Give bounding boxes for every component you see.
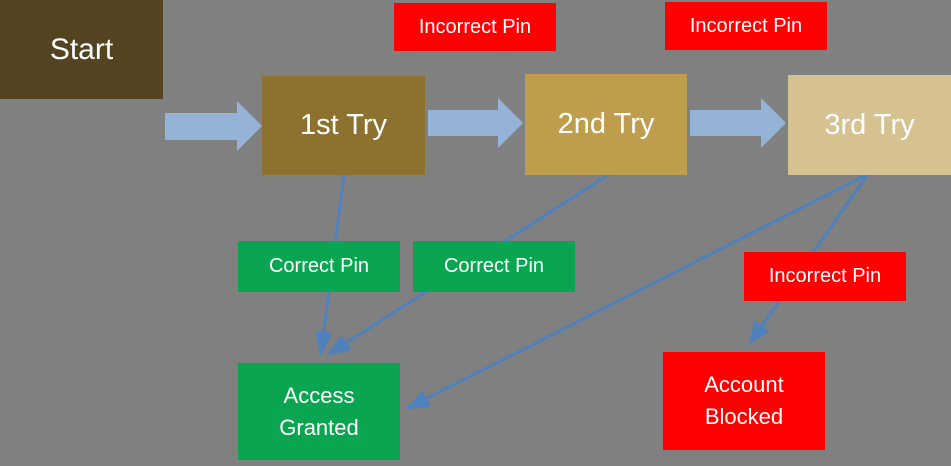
node-account-blocked: Account Blocked	[663, 352, 825, 450]
edge-label-correct-pin-2-text: Correct Pin	[443, 255, 545, 277]
node-start: Start	[0, 0, 163, 99]
edge-label-correct-pin-1: Correct Pin	[238, 241, 400, 292]
node-access-granted: Access Granted	[238, 363, 400, 460]
node-third-try: 3rd Try	[788, 75, 951, 175]
edge-label-incorrect-pin-3-text: Incorrect Pin	[768, 265, 882, 287]
edge-label-incorrect-pin-1-text: Incorrect Pin	[418, 15, 532, 38]
node-third-try-label: 3rd Try	[824, 108, 915, 141]
node-second-try-label: 2nd Try	[557, 108, 655, 141]
flow-arrow-start-to-try1	[165, 101, 262, 151]
node-second-try: 2nd Try	[525, 74, 687, 175]
node-account-blocked-label: Account Blocked	[704, 372, 784, 429]
flow-arrow-try2-to-try3	[690, 98, 786, 148]
flow-arrow-try1-to-try2	[428, 98, 523, 148]
edge-label-incorrect-pin-1: Incorrect Pin	[394, 3, 556, 51]
node-access-granted-label: Access Granted	[279, 382, 359, 440]
edge-label-correct-pin-1-text: Correct Pin	[268, 255, 370, 277]
edge-label-incorrect-pin-3: Incorrect Pin	[744, 252, 906, 301]
node-first-try: 1st Try	[262, 76, 425, 175]
edge-label-correct-pin-2: Correct Pin	[413, 241, 575, 292]
node-first-try-label: 1st Try	[299, 109, 387, 142]
node-start-label: Start	[49, 32, 114, 66]
edge-label-incorrect-pin-2: Incorrect Pin	[665, 2, 827, 50]
connector-try3-to-access	[405, 172, 869, 410]
edge-label-incorrect-pin-2-text: Incorrect Pin	[689, 14, 803, 37]
